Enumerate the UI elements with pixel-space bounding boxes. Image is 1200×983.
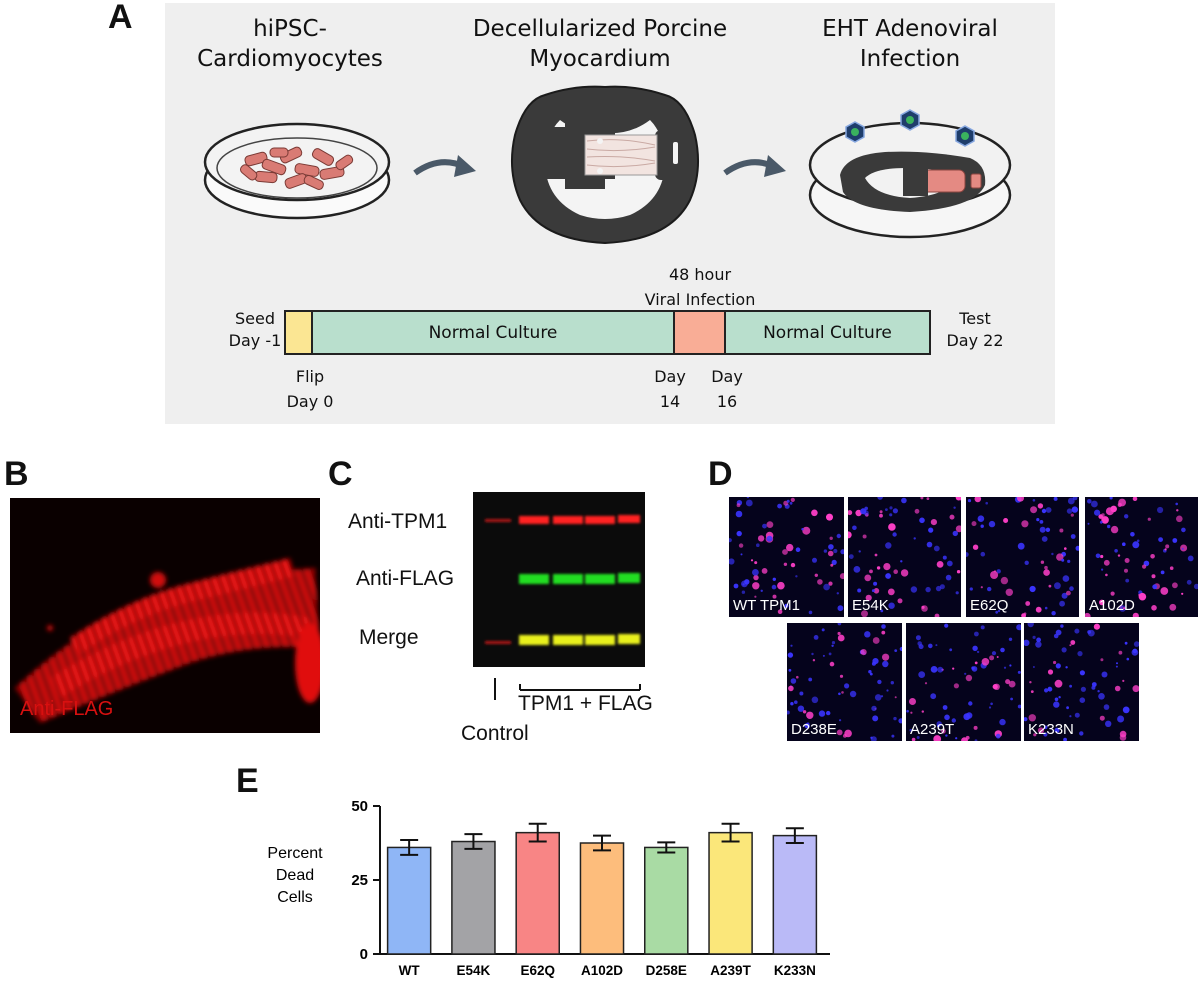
microscopy-tile: K233N <box>1024 623 1139 741</box>
x-tick-label: E62Q <box>520 963 555 978</box>
bar <box>772 834 818 955</box>
step2-title: Decellularized Porcine Myocardium <box>472 16 728 72</box>
cell-dots <box>1085 497 1198 617</box>
microscopy-tile: D238E <box>787 623 902 741</box>
panel-a-label: A <box>108 0 133 36</box>
panel-b-label: B <box>4 455 29 493</box>
microscopy-tile-label: WT TPM1 <box>733 597 800 614</box>
seed-label: Seed Day -1 <box>228 309 282 350</box>
microscopy-tile-label: D238E <box>791 721 837 738</box>
cell-dots <box>787 623 902 741</box>
wb-row-label-tpm1: Anti-TPM1 <box>348 510 448 533</box>
tpm1-flag-group-label: TPM1 + FLAG <box>518 692 653 715</box>
cell-dots <box>906 623 1021 741</box>
y-axis-label: Cells <box>277 889 313 906</box>
normal-culture-segment-2: Normal Culture <box>724 310 931 355</box>
microscopy-tile: A102D <box>1085 497 1198 617</box>
anti-flag-overlay-label: Anti-FLAG <box>20 698 113 720</box>
step1-title: hiPSC- Cardiomyocytes <box>197 16 383 72</box>
x-tick-label: WT <box>399 963 421 978</box>
microscopy-tile: A239T <box>906 623 1021 741</box>
cell-dots <box>1024 623 1139 741</box>
bar <box>515 831 560 955</box>
x-tick-label: D258E <box>646 963 687 978</box>
bar <box>644 846 689 955</box>
petri-dish-cardiomyocytes-icon <box>203 122 391 220</box>
microscopy-tile-label: E62Q <box>970 597 1009 614</box>
arrow-right-icon <box>723 155 786 177</box>
bar <box>579 842 625 955</box>
x-tick-label: A102D <box>581 963 623 978</box>
step3-title: EHT Adenoviral Infection <box>822 16 998 72</box>
y-axis-label: Dead <box>276 867 314 884</box>
microscopy-tile-label: A102D <box>1089 597 1135 614</box>
seed-segment <box>284 310 311 355</box>
panel-e-label: E <box>236 762 259 800</box>
x-tick-label: K233N <box>774 963 816 978</box>
y-tick-label: 25 <box>351 872 368 889</box>
microscopy-tile-label: K233N <box>1028 721 1074 738</box>
cell-dots <box>729 497 844 615</box>
infection-segment <box>673 310 724 355</box>
microscopy-tile: E54K <box>848 497 961 617</box>
flip-label: Flip Day 0 <box>286 367 334 411</box>
cell-dots <box>966 497 1079 617</box>
fluorescence-image: Anti-FLAG <box>10 498 320 733</box>
normal-culture-segment-1: Normal Culture <box>311 310 673 355</box>
y-tick-label: 50 <box>351 798 368 815</box>
panel-d-label: D <box>708 455 733 493</box>
lane-brackets <box>494 678 641 700</box>
bar <box>451 840 496 955</box>
microscopy-tile: E62Q <box>966 497 1079 617</box>
arrow-right-icon <box>413 155 476 177</box>
cell-dots <box>848 497 961 617</box>
bar <box>386 846 432 955</box>
test-label: Test Day 22 <box>946 309 1004 350</box>
control-lane-label: Control <box>461 722 529 745</box>
x-tick-label: E54K <box>457 963 491 978</box>
wb-row-label-merge: Merge <box>359 626 419 649</box>
microscopy-tile-label: E54K <box>852 597 889 614</box>
y-tick-label: 0 <box>360 946 368 963</box>
day16-label: Day 16 <box>711 367 743 411</box>
wb-row-label-flag: Anti-FLAG <box>356 567 455 590</box>
microscopy-tile: WT TPM1 <box>729 497 844 617</box>
panel-c-label: C <box>328 455 353 493</box>
viral-infection-label: 48 hour Viral Infection <box>644 265 756 309</box>
infection-dish-icon <box>808 109 1012 239</box>
myocardium-holder-icon <box>511 85 699 245</box>
bar <box>708 831 753 955</box>
x-tick-label: A239T <box>710 963 751 978</box>
y-axis-label: Percent <box>267 845 323 862</box>
microscopy-tile-label: A239T <box>910 721 955 738</box>
day14-label: Day 14 <box>654 367 686 411</box>
western-blot-image <box>473 492 645 667</box>
